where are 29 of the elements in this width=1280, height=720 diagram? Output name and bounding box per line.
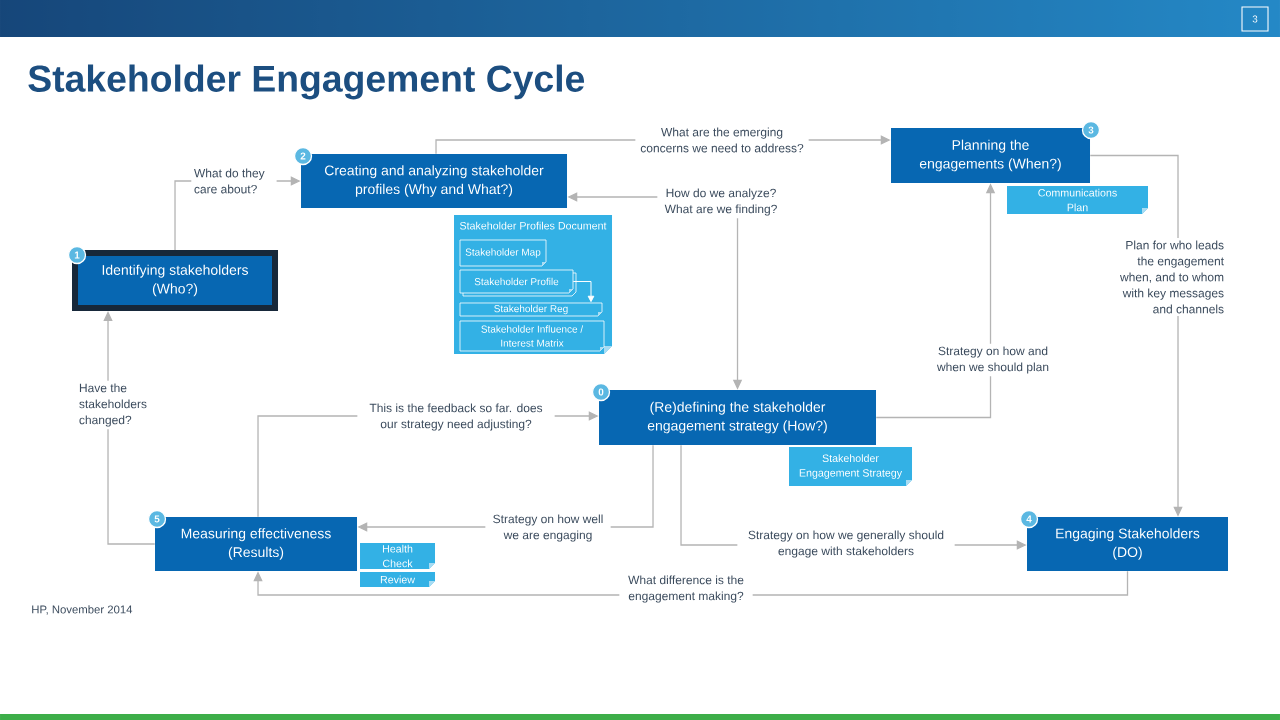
document-box: Stakeholder Profile [459, 269, 577, 297]
page-number: 3 [1241, 6, 1269, 32]
edge-label: What are the emerging concerns we need to address? [635, 124, 809, 156]
number-badge: 3 [1081, 120, 1101, 140]
edge-label: Strategy on how we generally should engage with stakeholders [737, 527, 955, 561]
document-box: Communications Plan [1007, 186, 1148, 214]
document-box: Stakeholder Map [459, 239, 547, 267]
edge-label: Plan for who leads the engagement when, and to whom with key messages and channels [1110, 237, 1227, 317]
document-box: Stakeholder Influence / Interest Matrix [459, 320, 605, 352]
edge-label: Strategy on how well we are engaging [485, 511, 611, 545]
number-badge: 1 [67, 245, 87, 265]
title: Stakeholder Engagement Cycle [28, 64, 585, 100]
document-box: Stakeholder Reg [459, 302, 603, 317]
number-badge: 2 [293, 146, 313, 166]
edge-label: Have the stakeholders changed? [76, 380, 160, 430]
edge-label: What do they care about? [191, 165, 277, 197]
number-badge: 0 [591, 382, 611, 402]
number-badge: 4 [1019, 509, 1039, 529]
document-box: Health Check [360, 543, 435, 569]
arrow [572, 281, 595, 303]
edge-label: Strategy on how and when we should plan [929, 343, 1057, 377]
edge-label: This is the feedback so far. does our strategy need adjusting? [357, 400, 555, 434]
footnote: HP, November 2014 [32, 605, 133, 615]
number-badge: 5 [147, 509, 167, 529]
edge-label: What difference is the engagement making? [619, 572, 753, 606]
process-box: Planning the engagements (When?) [891, 128, 1090, 183]
edge-label: How do we analyze? What are we finding? [657, 185, 785, 219]
document-box: Review [360, 572, 435, 587]
document-box: Stakeholder Engagement Strategy [789, 447, 912, 486]
